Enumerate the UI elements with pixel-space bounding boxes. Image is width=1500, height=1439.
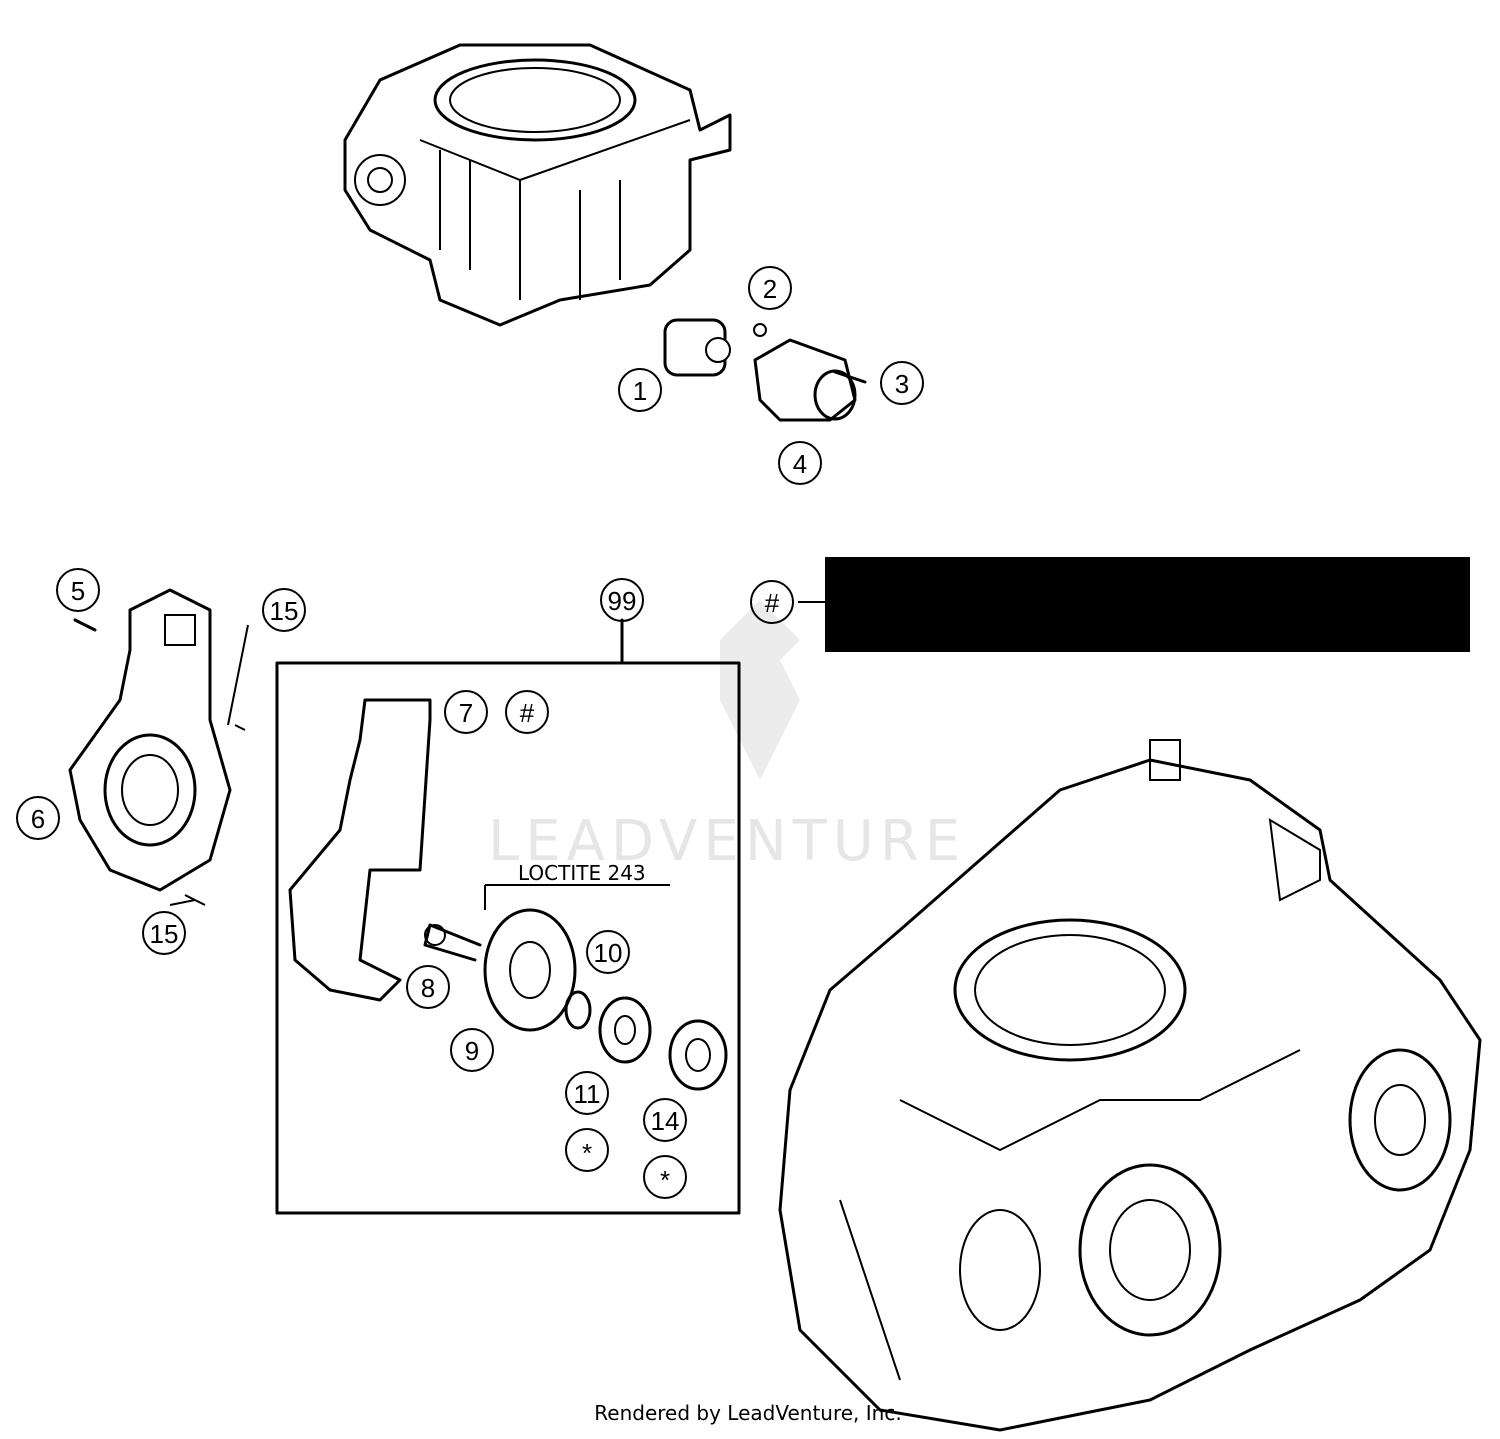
svg-text:#: # <box>765 588 780 618</box>
pump-cover-drawing <box>68 588 246 906</box>
callout-2: 2 <box>748 266 792 310</box>
svg-text:2: 2 <box>763 274 777 304</box>
svg-text:5: 5 <box>71 576 85 606</box>
svg-text:*: * <box>660 1165 670 1195</box>
callout-3: 3 <box>880 361 924 405</box>
callout-14-star: * <box>643 1155 687 1199</box>
callout-15a: 15 <box>262 588 306 632</box>
svg-text:#: # <box>520 698 535 728</box>
callout-15b: 15 <box>142 911 186 955</box>
tensioner-parts-drawing <box>663 318 867 422</box>
svg-text:6: 6 <box>31 804 45 834</box>
callout-7: 7 <box>444 690 488 734</box>
callout-8: 8 <box>406 965 450 1009</box>
callout-5: 5 <box>56 568 100 612</box>
callout-4: 4 <box>778 441 822 485</box>
callout-99: 99 <box>600 578 644 622</box>
svg-text:4: 4 <box>793 449 807 479</box>
svg-text:11: 11 <box>574 1079 601 1109</box>
svg-text:3: 3 <box>895 369 909 399</box>
svg-text:9: 9 <box>465 1036 479 1066</box>
svg-text:14: 14 <box>651 1106 680 1136</box>
legend-redaction-bar <box>825 557 1470 652</box>
svg-text:*: * <box>582 1138 592 1168</box>
svg-text:1: 1 <box>633 376 647 406</box>
watermark-text: LEADVENTURE <box>488 809 966 874</box>
callout-11-star: * <box>565 1128 609 1172</box>
callout-9: 9 <box>450 1028 494 1072</box>
svg-text:10: 10 <box>594 938 623 968</box>
callout-6: 6 <box>16 796 60 840</box>
footer-credit: Rendered by LeadVenture, Inc. <box>594 1401 901 1425</box>
svg-text:15: 15 <box>270 596 299 626</box>
svg-text:99: 99 <box>608 586 637 616</box>
crankcase-drawing <box>778 739 1482 1432</box>
leader-lines <box>169 624 249 906</box>
callout-11: 11 <box>565 1071 609 1115</box>
svg-text:15: 15 <box>150 919 179 949</box>
callout-14: 14 <box>643 1098 687 1142</box>
loctite-note: LOCTITE 243 <box>518 861 646 885</box>
callout-7-hash: # <box>505 690 549 734</box>
kit-box <box>275 618 741 1215</box>
cylinder-drawing <box>343 43 732 327</box>
svg-text:7: 7 <box>459 698 473 728</box>
callout-1: 1 <box>618 368 662 412</box>
callout-10: 10 <box>586 930 630 974</box>
callout-legend-hash: # <box>750 580 794 624</box>
svg-text:8: 8 <box>421 973 435 1003</box>
